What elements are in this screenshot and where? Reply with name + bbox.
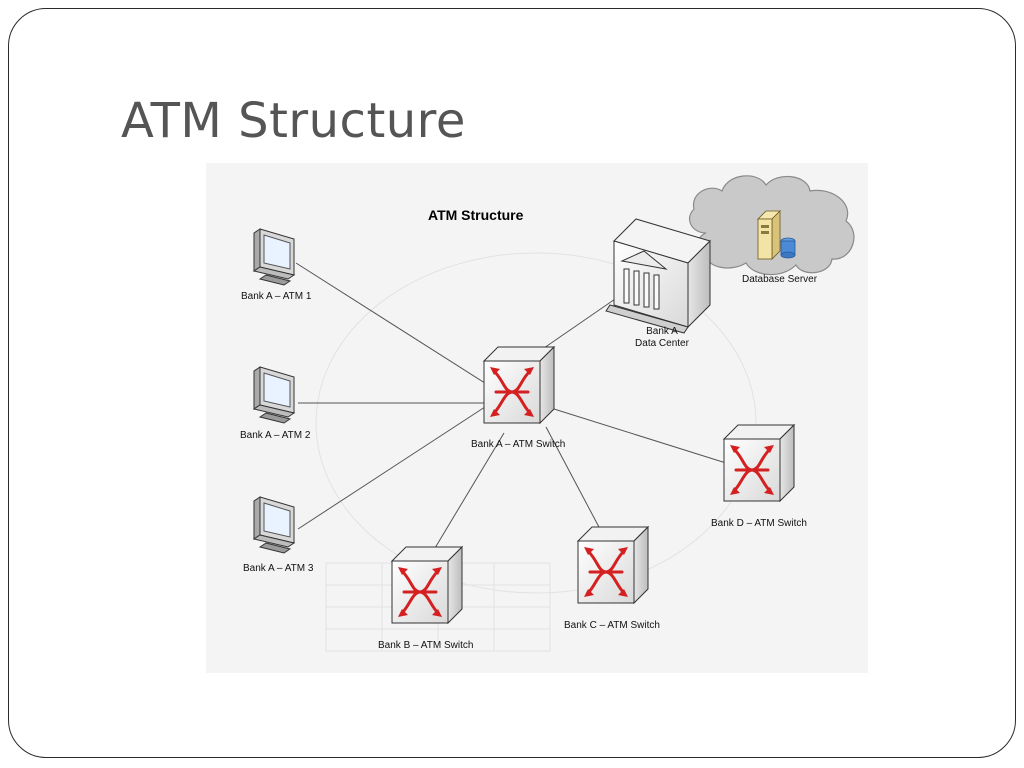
switch-c-label: Bank C – ATM Switch [564, 620, 660, 631]
switch-a-label: Bank A – ATM Switch [471, 439, 566, 450]
diagram-canvas [253, 175, 855, 652]
link-switch-a-switch-b [431, 432, 505, 554]
atm1-monitor-icon [253, 228, 295, 286]
atm-structure-diagram: ATM Structure Bank A – ATM 1 Bank A – AT… [206, 163, 868, 673]
atm1-label: Bank A – ATM 1 [241, 291, 312, 302]
bank-building-icon [605, 218, 711, 334]
database-server-label: Database Server [742, 274, 818, 285]
switch-a-icon [482, 345, 556, 425]
atm3-label: Bank A – ATM 3 [243, 563, 314, 574]
link-switch-a-switch-c [545, 426, 601, 530]
slide-title: ATM Structure [121, 93, 466, 149]
switch-b-icon [390, 545, 464, 625]
switch-d-label: Bank D – ATM Switch [711, 518, 807, 529]
database-server-icon [757, 210, 796, 260]
link-switch-a-switch-d [553, 408, 727, 464]
link-atm3-switch-a [297, 404, 489, 530]
atm3-monitor-icon [253, 496, 295, 554]
switch-b-label: Bank B – ATM Switch [378, 640, 474, 651]
link-atm1-switch-a [295, 262, 489, 386]
connection-lines [295, 262, 727, 554]
background-decoration [315, 252, 757, 652]
diagram-title: ATM Structure [428, 207, 524, 223]
switch-c-icon [576, 525, 650, 605]
switch-d-icon [722, 423, 796, 503]
datacenter-label-line1: Bank A [646, 326, 678, 337]
atm2-label: Bank A – ATM 2 [240, 430, 311, 441]
datacenter-label: Bank A Data Center [632, 326, 692, 350]
datacenter-label-line2: Data Center [635, 338, 689, 349]
atm2-monitor-icon [253, 366, 295, 424]
